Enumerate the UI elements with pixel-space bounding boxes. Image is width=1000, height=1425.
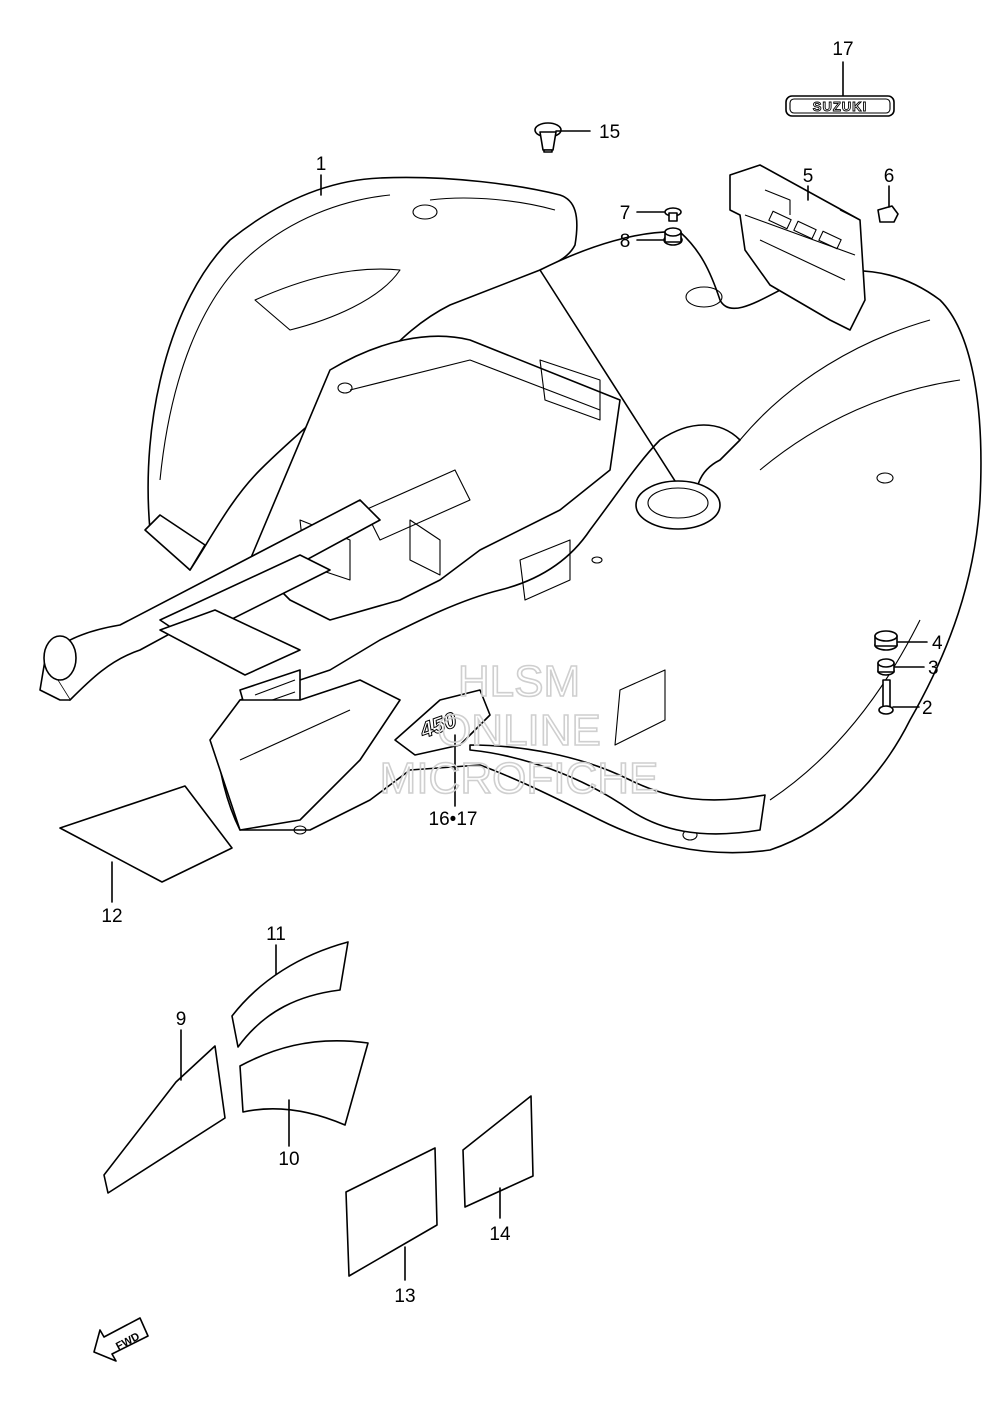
- screw-part-7: [664, 207, 682, 222]
- watermark-line1: HLSM: [458, 657, 580, 706]
- callout-14: 14: [489, 1224, 511, 1245]
- decal-part-11: [231, 941, 349, 1048]
- callout-4: 4: [932, 633, 943, 654]
- callout-8: 8: [620, 231, 631, 252]
- callout-11: 11: [266, 924, 286, 945]
- callout-16-17: 16•17: [429, 809, 478, 830]
- emblem-part-17: SUZUKI: [785, 95, 895, 117]
- decal-part-10: [239, 1040, 369, 1126]
- nut-part-8: [663, 227, 683, 246]
- callout-10: 10: [278, 1149, 299, 1170]
- rear-fender: 450: [39, 176, 982, 854]
- callout-6: 6: [884, 166, 895, 187]
- callout-12: 12: [101, 906, 122, 927]
- callout-3: 3: [928, 658, 939, 679]
- decal-part-13: [345, 1147, 438, 1277]
- watermark-line2: ONLINE: [437, 706, 601, 755]
- bolt-part-2: [878, 679, 894, 715]
- collar-part-3: [877, 658, 895, 676]
- callout-1: 1: [316, 154, 327, 175]
- emblem-text: SUZUKI: [813, 99, 867, 114]
- bracket-part-5: [729, 164, 866, 331]
- callout-2: 2: [922, 698, 933, 719]
- leader-lines: [111, 61, 928, 1281]
- callout-7: 7: [620, 203, 631, 224]
- grommet-part-4: [874, 630, 898, 651]
- fwd-arrow-icon: FWD: [93, 1317, 149, 1362]
- bolt-part-15: [534, 122, 562, 153]
- callout-13: 13: [394, 1286, 415, 1307]
- watermark: HLSM ONLINE MICROFICHE: [379, 656, 659, 804]
- decal-part-9: [103, 1045, 226, 1194]
- callouts: 1 17 15 7 8 5 6 4 3 2 12 11 9 10 13 14 1…: [101, 39, 943, 1307]
- decal-part-12: [59, 785, 233, 883]
- callout-17: 17: [832, 39, 853, 60]
- callout-15: 15: [599, 122, 620, 143]
- callout-9: 9: [176, 1009, 187, 1030]
- clip-part-6: [877, 205, 899, 223]
- decal-part-14: [462, 1095, 534, 1208]
- callout-5: 5: [803, 166, 814, 187]
- watermark-line3: MICROFICHE: [380, 754, 659, 803]
